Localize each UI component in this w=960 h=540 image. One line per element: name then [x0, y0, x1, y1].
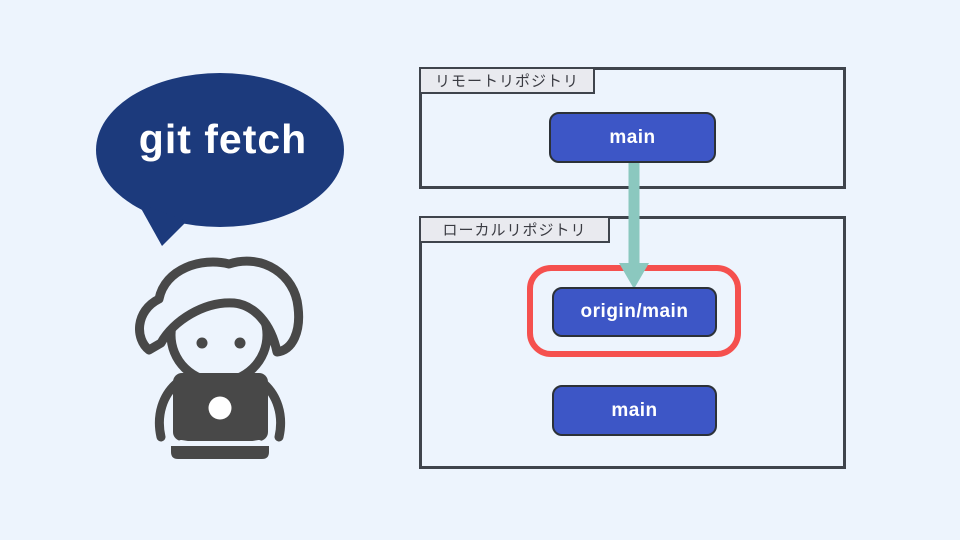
branch-node-remote-main: main [549, 112, 716, 163]
remote-repo-box: リモートリポジトリ [419, 67, 846, 189]
speech-bubble-text: git fetch [138, 116, 308, 162]
branch-node-local-main: main [552, 385, 717, 436]
fetch-arrow-icon [615, 158, 653, 290]
branch-node-origin-main: origin/main [552, 287, 717, 337]
local-repo-label: ローカルリポジトリ [419, 216, 610, 243]
speech-bubble-shape [96, 73, 344, 246]
speech-bubble [90, 55, 356, 255]
remote-repo-label: リモートリポジトリ [419, 67, 595, 94]
person-at-laptop-icon [135, 253, 375, 483]
